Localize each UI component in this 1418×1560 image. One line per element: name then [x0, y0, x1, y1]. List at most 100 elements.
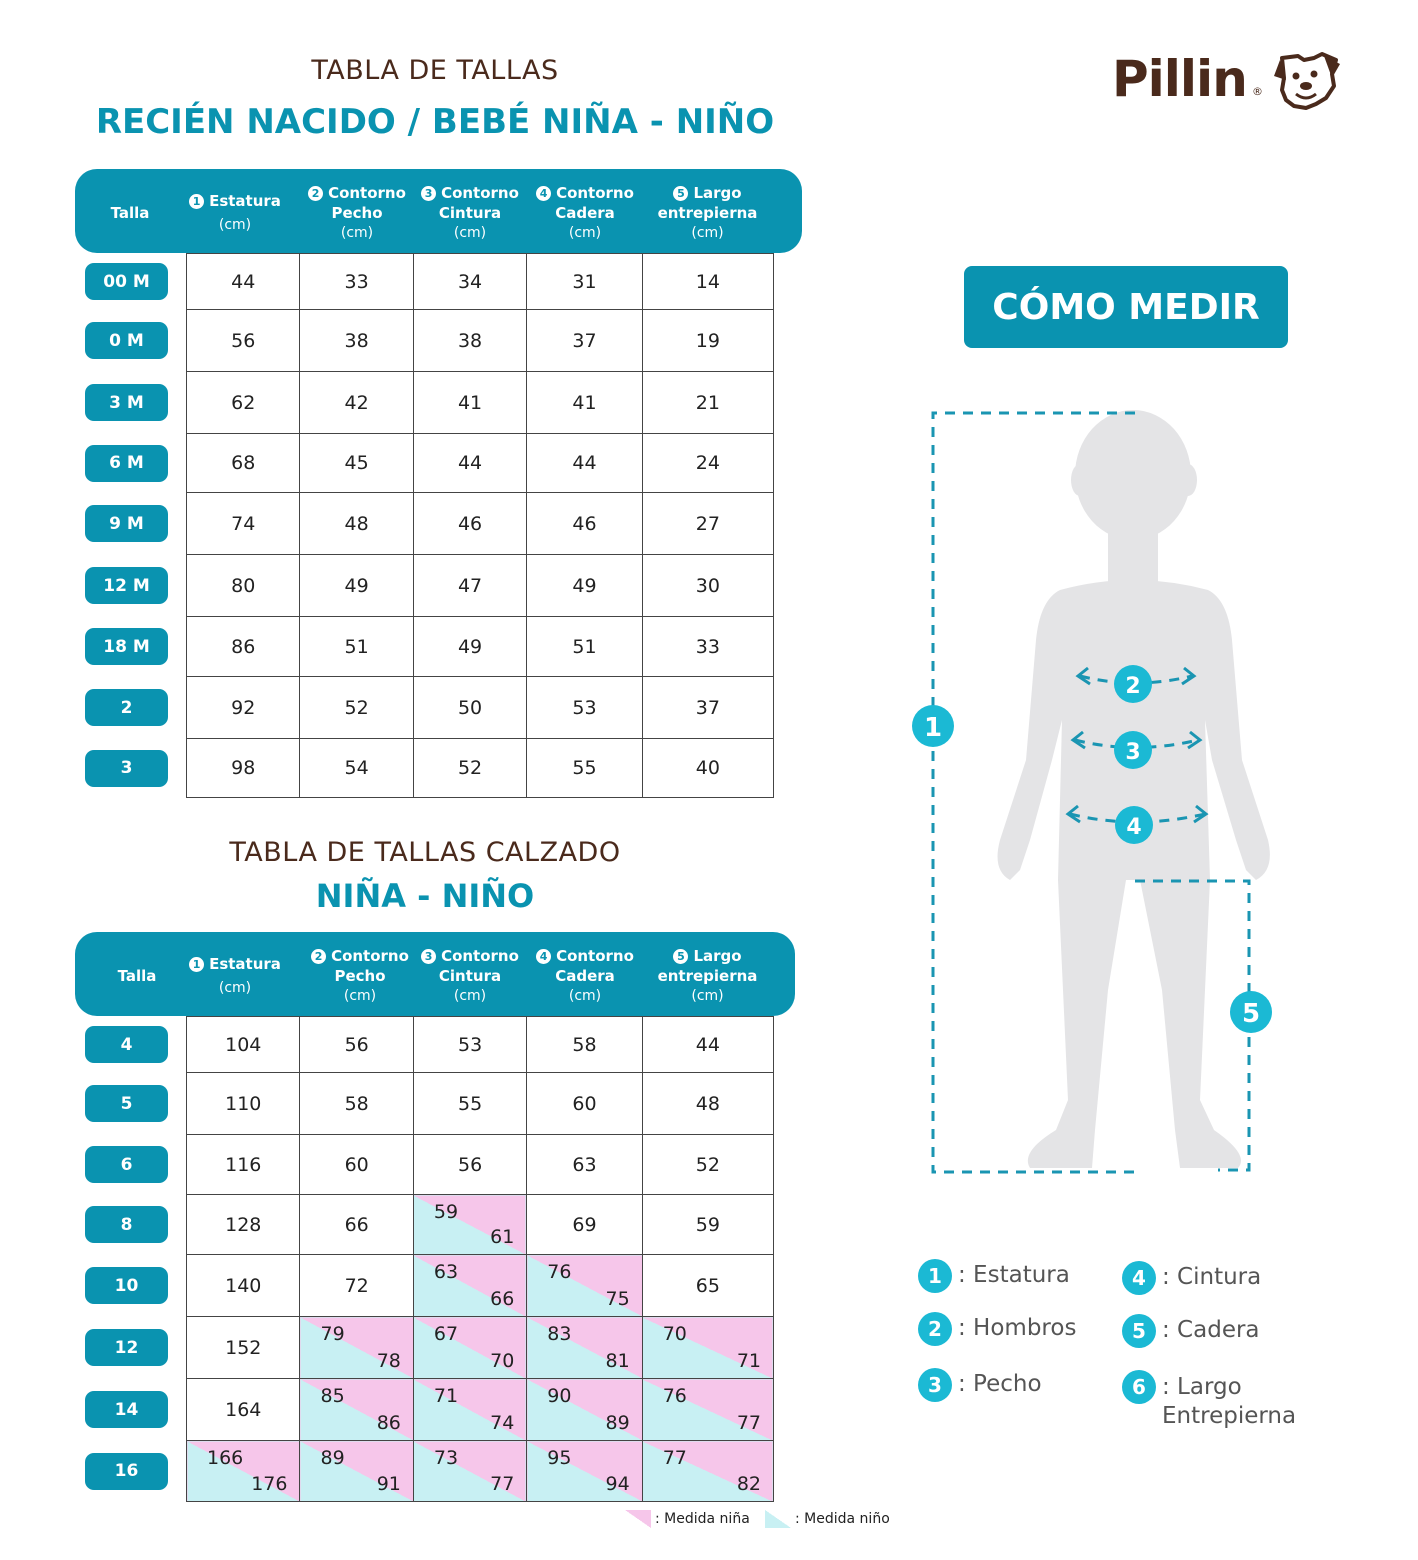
- table-cell: 72: [299, 1254, 414, 1317]
- number-2-icon: 2: [311, 949, 327, 964]
- table-cell: 51: [526, 616, 643, 677]
- boy-value: 70: [490, 1350, 515, 1372]
- table-cell: 76 77: [641, 1378, 775, 1441]
- boy-value: 74: [490, 1412, 515, 1434]
- table-cell: 46: [526, 492, 643, 555]
- table1-header-talla: Talla: [110, 204, 150, 222]
- size-pill: 5: [85, 1085, 168, 1122]
- size-pill: 00 M: [85, 263, 168, 300]
- girl-value: 85: [320, 1385, 345, 1407]
- girl-value: 63: [433, 1261, 459, 1283]
- number-2-icon: 2: [918, 1312, 952, 1346]
- table-cell: 45: [299, 433, 414, 493]
- size-pill: 12 M: [85, 567, 168, 604]
- table-cell: 33: [641, 616, 775, 677]
- table-cell: 52: [641, 1134, 775, 1195]
- table-cell: 38: [412, 309, 528, 372]
- table-cell: 49: [412, 616, 528, 677]
- girl-value: 79: [320, 1323, 345, 1345]
- number-4-icon: 4: [1122, 1261, 1156, 1295]
- legend-cadera: 5: Cadera: [1122, 1314, 1260, 1348]
- size-pill: 9 M: [85, 505, 168, 542]
- table-cell: 70 71: [641, 1316, 775, 1379]
- size-pill: 6 M: [85, 444, 168, 482]
- table-cell: 98: [185, 738, 301, 798]
- table-cell: 31: [526, 253, 643, 310]
- legend-pecho: 3: Pecho: [918, 1368, 1042, 1402]
- table-cell: 46: [412, 492, 528, 555]
- table-cell: 74: [185, 492, 301, 555]
- table-cell: 37: [526, 309, 643, 372]
- table2-pretitle: TABLA DE TALLAS CALZADO: [229, 837, 621, 868]
- number-1-icon: 1: [189, 957, 205, 972]
- table-cell: 53: [526, 676, 643, 739]
- table-cell: 164: [185, 1378, 301, 1441]
- size-pill: 4: [85, 1026, 168, 1063]
- girl-value: 166: [207, 1447, 244, 1469]
- girl-value: 89: [320, 1447, 345, 1469]
- number-3-icon: 3: [421, 186, 437, 201]
- table-cell: 86: [185, 616, 301, 677]
- girl-value: 59: [433, 1201, 459, 1223]
- boy-value: 78: [376, 1350, 401, 1372]
- boy-value: 77: [736, 1412, 761, 1434]
- girl-value: 70: [662, 1323, 687, 1345]
- table-cell: 41: [412, 371, 528, 434]
- table-cell: 48: [299, 492, 414, 555]
- table-cell: 166 176: [185, 1440, 301, 1502]
- size-pill: 2: [85, 689, 168, 726]
- legend-cintura: 4: Cintura: [1122, 1261, 1261, 1295]
- number-2-icon: 2: [308, 186, 324, 201]
- table-cell: 55: [412, 1072, 528, 1135]
- table-cell: 19: [641, 309, 775, 372]
- number-5-icon: 5: [1122, 1314, 1156, 1348]
- table-cell: 52: [299, 676, 414, 739]
- girl-value: 90: [547, 1385, 572, 1407]
- marker-1-icon: [912, 705, 954, 747]
- number-4-icon: 4: [536, 949, 552, 964]
- marker-3-icon: [1114, 731, 1152, 769]
- child-silhouette-icon: [997, 410, 1270, 1168]
- number-3-icon: 3: [421, 949, 437, 964]
- table-cell: 80: [185, 554, 301, 617]
- table-cell: 62: [185, 371, 301, 434]
- marker-5-label: 5: [1242, 999, 1260, 1029]
- table-cell: 52: [412, 738, 528, 798]
- girl-value: 76: [662, 1385, 687, 1407]
- table-cell: 65: [641, 1254, 775, 1317]
- number-3-icon: 3: [918, 1368, 952, 1402]
- size-pill: 6: [85, 1146, 168, 1183]
- boy-value: 176: [251, 1473, 288, 1495]
- boy-value: 94: [605, 1473, 630, 1495]
- table1-title: RECIÉN NACIDO / BEBÉ NIÑA - NIÑO: [95, 102, 775, 142]
- table-cell: 14: [641, 253, 775, 310]
- table-cell: 56: [299, 1016, 414, 1073]
- marker-1-label: 1: [924, 713, 942, 743]
- boy-value: 66: [490, 1288, 515, 1310]
- boy-value: 71: [736, 1350, 761, 1372]
- marker-2-icon: [1114, 665, 1152, 703]
- girl-value: 83: [547, 1323, 572, 1345]
- table-cell: 55: [526, 738, 643, 798]
- como-medir-button[interactable]: CÓMO MEDIR: [964, 266, 1288, 348]
- table-cell: 48: [641, 1072, 775, 1135]
- table-cell: 44: [185, 253, 301, 310]
- boy-swatch: [765, 1510, 791, 1528]
